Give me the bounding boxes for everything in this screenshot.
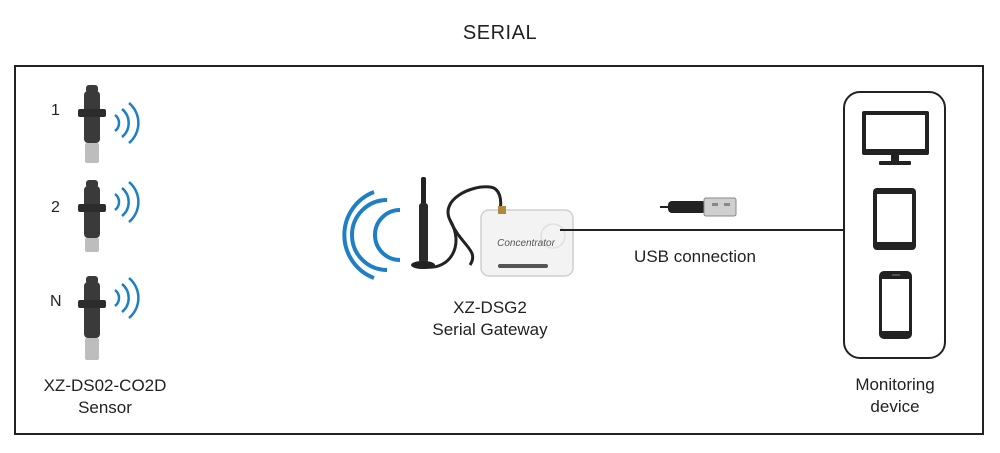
usb-connection-label: USB connection <box>605 246 785 268</box>
phone-icon <box>879 271 912 339</box>
tablet-icon <box>873 188 916 250</box>
diagram-title: SERIAL <box>0 22 1000 45</box>
sensor-label: XZ-DS02-CO2D Sensor <box>20 375 190 419</box>
connection-line <box>560 225 850 235</box>
sensor-2-icon <box>70 180 160 265</box>
sensor-index-n: N <box>50 293 62 311</box>
usb-plug-icon <box>660 192 740 222</box>
sensor-n-icon <box>70 276 160 371</box>
gateway-label: XZ-DSG2 Serial Gateway <box>400 297 580 341</box>
sensor-index-2: 2 <box>51 199 60 217</box>
sensor-1-icon <box>70 85 160 170</box>
gateway-model: XZ-DSG2 <box>400 297 580 319</box>
sensor-index-1: 1 <box>51 102 60 120</box>
gateway-type: Serial Gateway <box>400 319 580 341</box>
concentrator-icon: Concentrator <box>478 200 578 280</box>
sensor-type: Sensor <box>20 397 190 419</box>
concentrator-device-text: Concentrator <box>497 238 555 249</box>
monitoring-line2: device <box>815 396 975 418</box>
monitoring-label: Monitoring device <box>815 374 975 418</box>
sensor-model: XZ-DS02-CO2D <box>20 375 190 397</box>
monitoring-devices-panel <box>843 91 948 361</box>
gateway-wave-icon <box>340 190 410 280</box>
monitoring-line1: Monitoring <box>815 374 975 396</box>
